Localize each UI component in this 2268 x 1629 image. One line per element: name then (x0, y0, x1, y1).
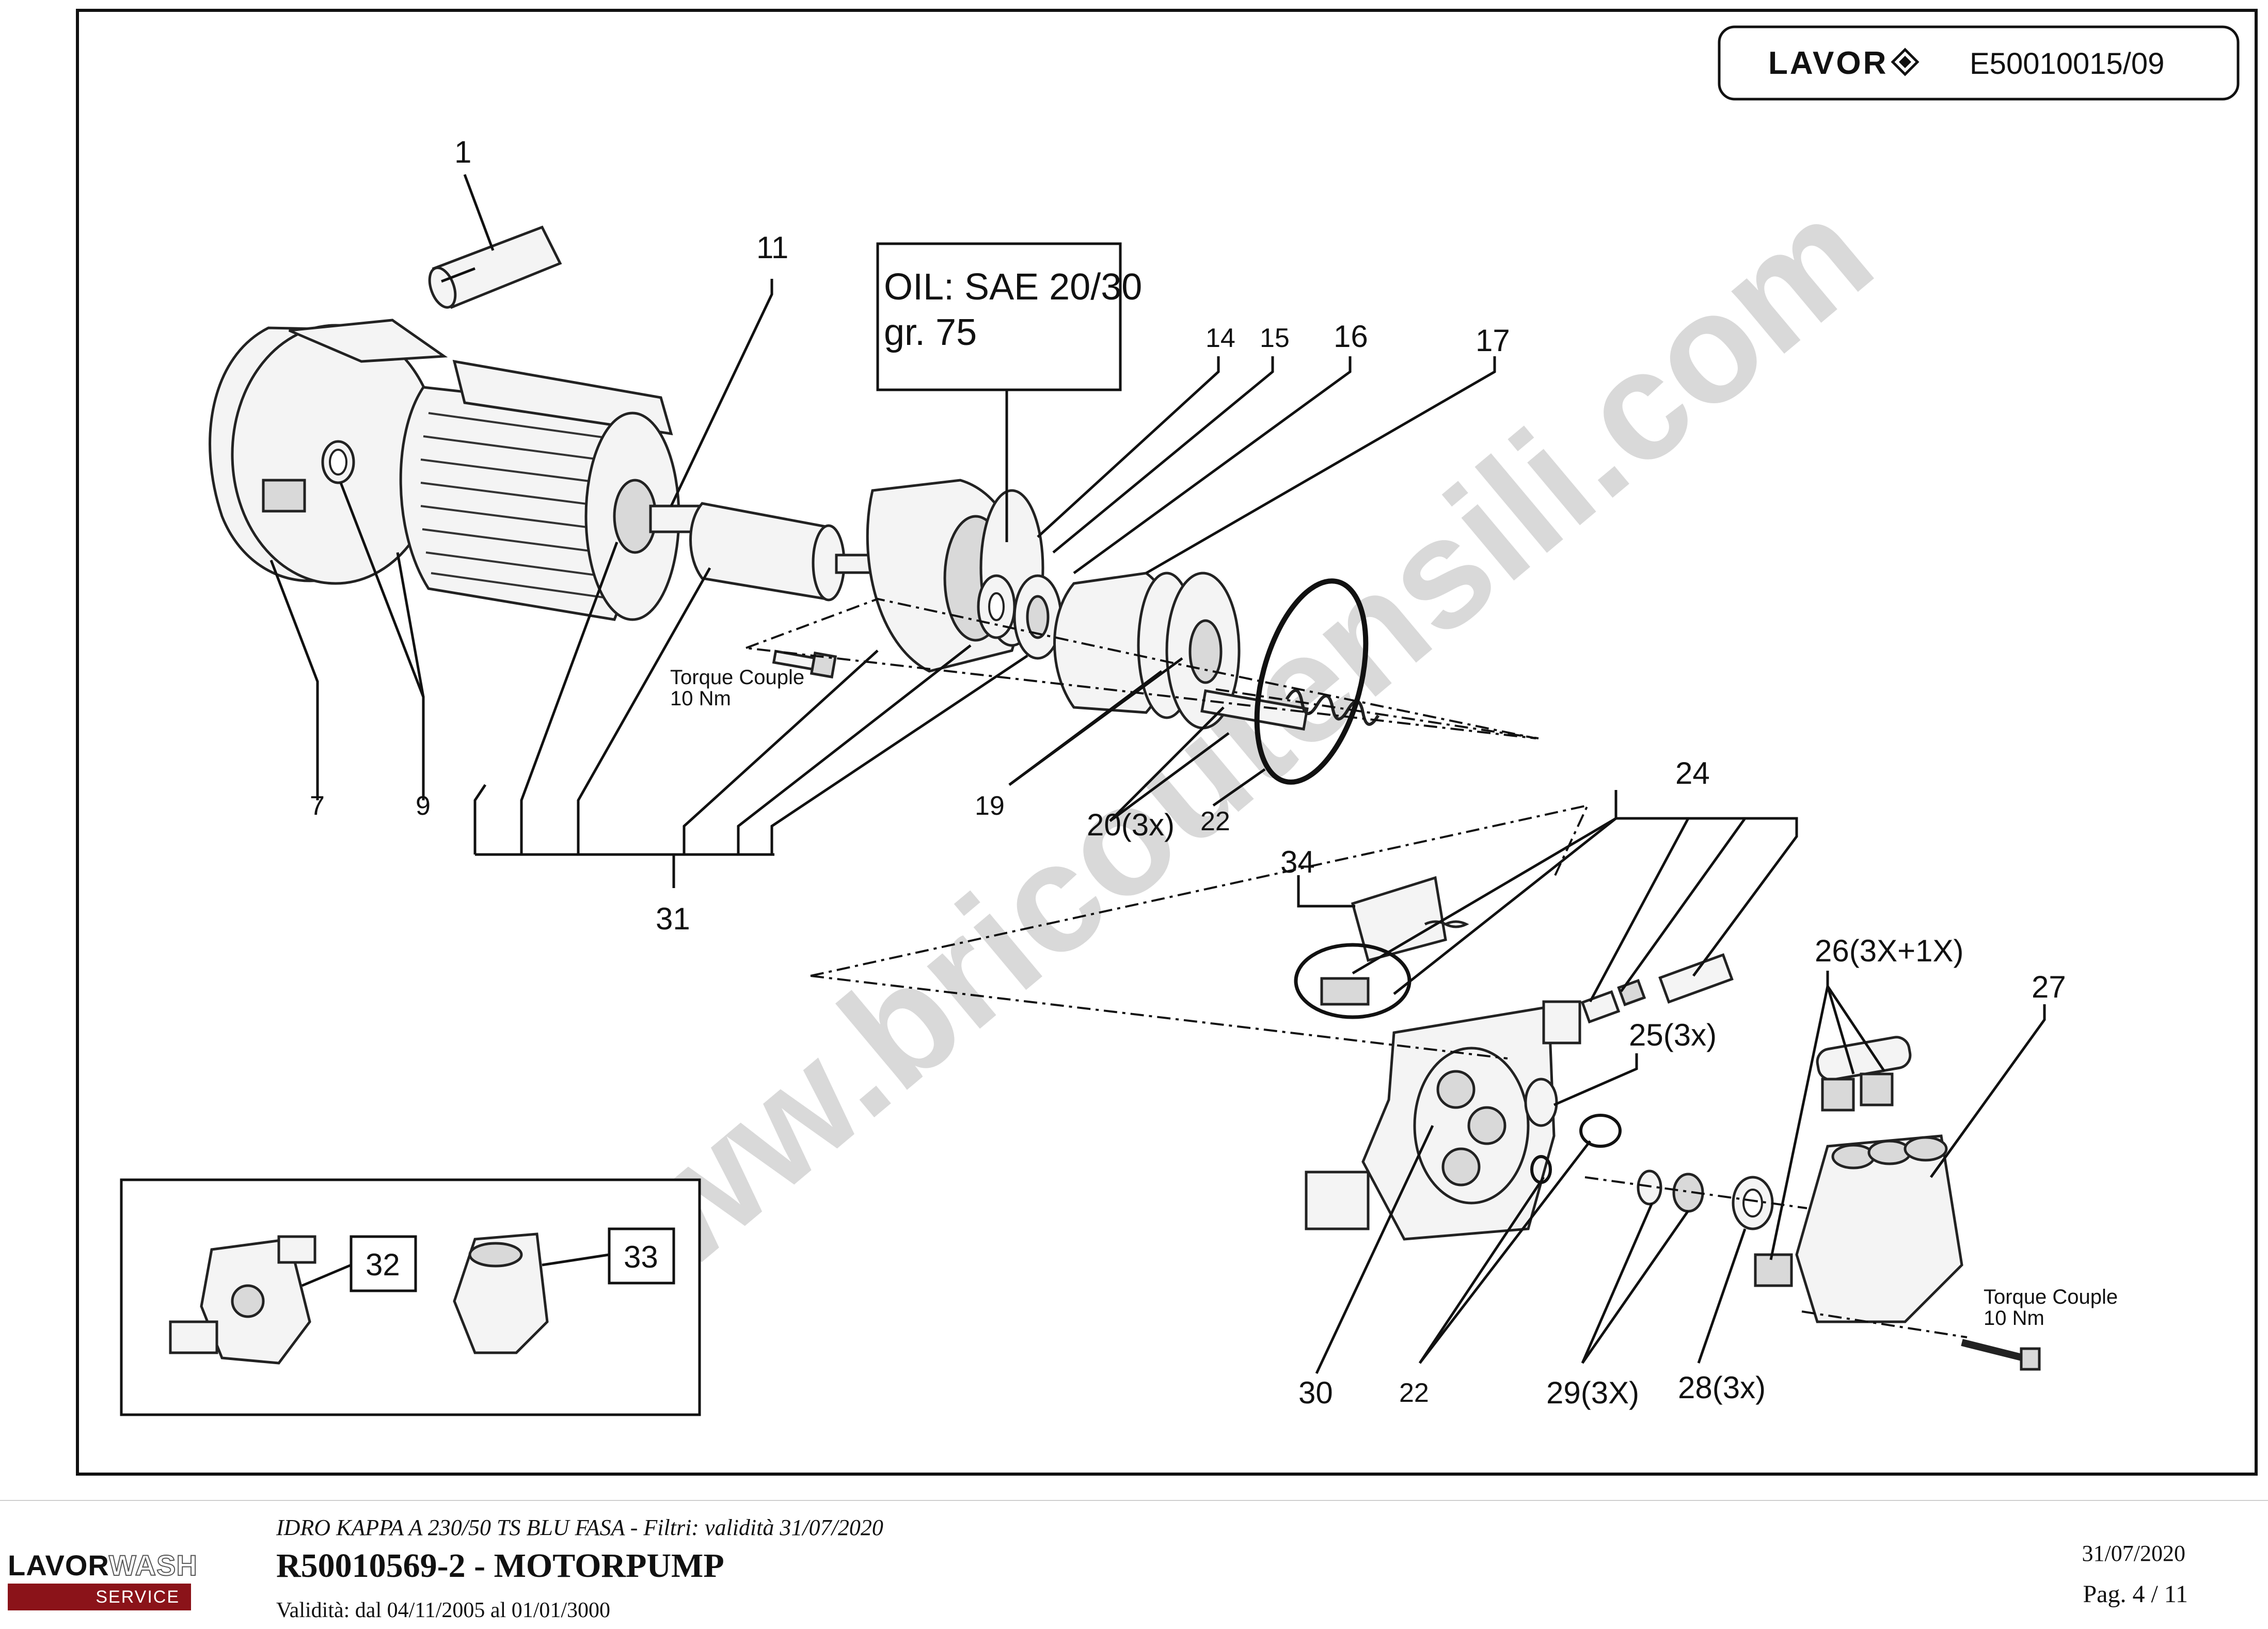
callout-34: 34 (1280, 845, 1315, 879)
callout-16: 16 (1334, 319, 1368, 354)
callout-32-box (350, 1235, 417, 1292)
callout-29: 29(3X) (1546, 1375, 1639, 1410)
callout-19: 19 (975, 791, 1005, 821)
oil-note-line1: OIL: SAE 20/30 (884, 266, 1142, 308)
callout-1: 1 (454, 135, 471, 169)
large-oring-part (1254, 578, 1369, 785)
seal-28-part (1732, 1176, 1774, 1230)
assembly-axis-6 (1801, 1310, 1968, 1338)
callout-7: 7 (310, 791, 325, 821)
footer-model: IDRO KAPPA A 230/50 TS BLU FASA - Filtri… (276, 1515, 883, 1540)
callout-17: 17 (1476, 323, 1510, 358)
footer-validity: Validità: dal 04/11/2005 al 01/01/3000 (276, 1599, 611, 1622)
assembly-axis-5 (1584, 1176, 1807, 1209)
callout-14: 14 (1206, 323, 1235, 353)
brand-diamond-icon (1891, 48, 1920, 76)
rotor-shaft-part (649, 502, 884, 602)
callout-11: 11 (756, 230, 788, 265)
callout-30: 30 (1298, 1375, 1333, 1410)
page-footer: LAVORWASH SERVICE IDRO KAPPA A 230/50 TS… (0, 1500, 2268, 1629)
inset-head-33-part (453, 1232, 549, 1354)
callout-22a: 22 (1200, 806, 1230, 836)
assembly-axis-2 (1215, 688, 1539, 739)
footer-date: 31/07/2020 (2082, 1541, 2185, 1566)
bypass-valve-part (1294, 876, 1469, 1019)
footer-page-number: Pag. 4 / 11 (2083, 1580, 2188, 1608)
torque-note-1-line2: 10 Nm (670, 687, 731, 710)
check-valves-part (1754, 1036, 1912, 1287)
head-screw-part (1961, 1339, 2041, 1371)
inset-box (120, 1178, 701, 1416)
swash-plate-part (1053, 572, 1241, 730)
oil-note-line2: gr. 75 (884, 312, 977, 353)
footer-title: R50010569-2 - MOTORPUMP (276, 1547, 724, 1585)
header-brand: LAVOR (1768, 45, 1888, 81)
pump-body-part (1305, 1000, 1581, 1241)
oil-note-box (876, 242, 1122, 391)
callout-25: 25(3x) (1629, 1018, 1717, 1052)
lavorwash-service-logo: LAVORWASH SERVICE (8, 1549, 198, 1611)
pump-head-part (1795, 1134, 1963, 1323)
inset-leader-32 (302, 1263, 352, 1287)
assembly-axis-1 (746, 597, 1536, 739)
inset-pump-32-part (169, 1235, 316, 1365)
inset-leader-33 (542, 1253, 610, 1267)
logo-wordmark: LAVORWASH (8, 1549, 198, 1581)
footer-divider (0, 1500, 2268, 1501)
seal-29-part (1637, 1169, 1704, 1213)
callout-31: 31 (656, 902, 690, 936)
torque-note-1-line1: Torque Couple (670, 666, 804, 689)
torque-note-2-line2: 10 Nm (1984, 1307, 2044, 1330)
callout-28: 28(3x) (1678, 1370, 1766, 1405)
leader-lines (269, 174, 2046, 1374)
capacitor-part (428, 225, 562, 309)
callout-33-box (608, 1227, 675, 1285)
callout-20: 20(3x) (1087, 808, 1175, 842)
callout-15: 15 (1260, 323, 1290, 353)
callout-33: 33 (624, 1240, 658, 1274)
callout-27: 27 (2032, 970, 2066, 1004)
header-code: E50010015/09 (1970, 47, 2164, 81)
seal-ring-part (321, 440, 355, 484)
drawing-frame (76, 9, 2258, 1476)
oring-25-part (1579, 1114, 1622, 1148)
logo-service-bar: SERVICE (8, 1584, 191, 1610)
callout-9: 9 (416, 791, 431, 821)
callout-22b: 22 (1399, 1378, 1429, 1408)
assembly-axis-4 (810, 975, 1508, 1059)
pump-flange-part (866, 479, 1044, 673)
seal-25-part (1524, 1078, 1558, 1127)
torque-note-2-line1: Torque Couple (1984, 1286, 2118, 1308)
motor-stator-part (399, 359, 680, 621)
fittings-part (1580, 953, 1734, 1024)
header-box (1718, 25, 2240, 101)
callout-32: 32 (366, 1247, 400, 1282)
callout-26: 26(3X+1X) (1815, 934, 1964, 968)
flange-screw-part (772, 650, 837, 679)
callout-24: 24 (1675, 756, 1710, 790)
